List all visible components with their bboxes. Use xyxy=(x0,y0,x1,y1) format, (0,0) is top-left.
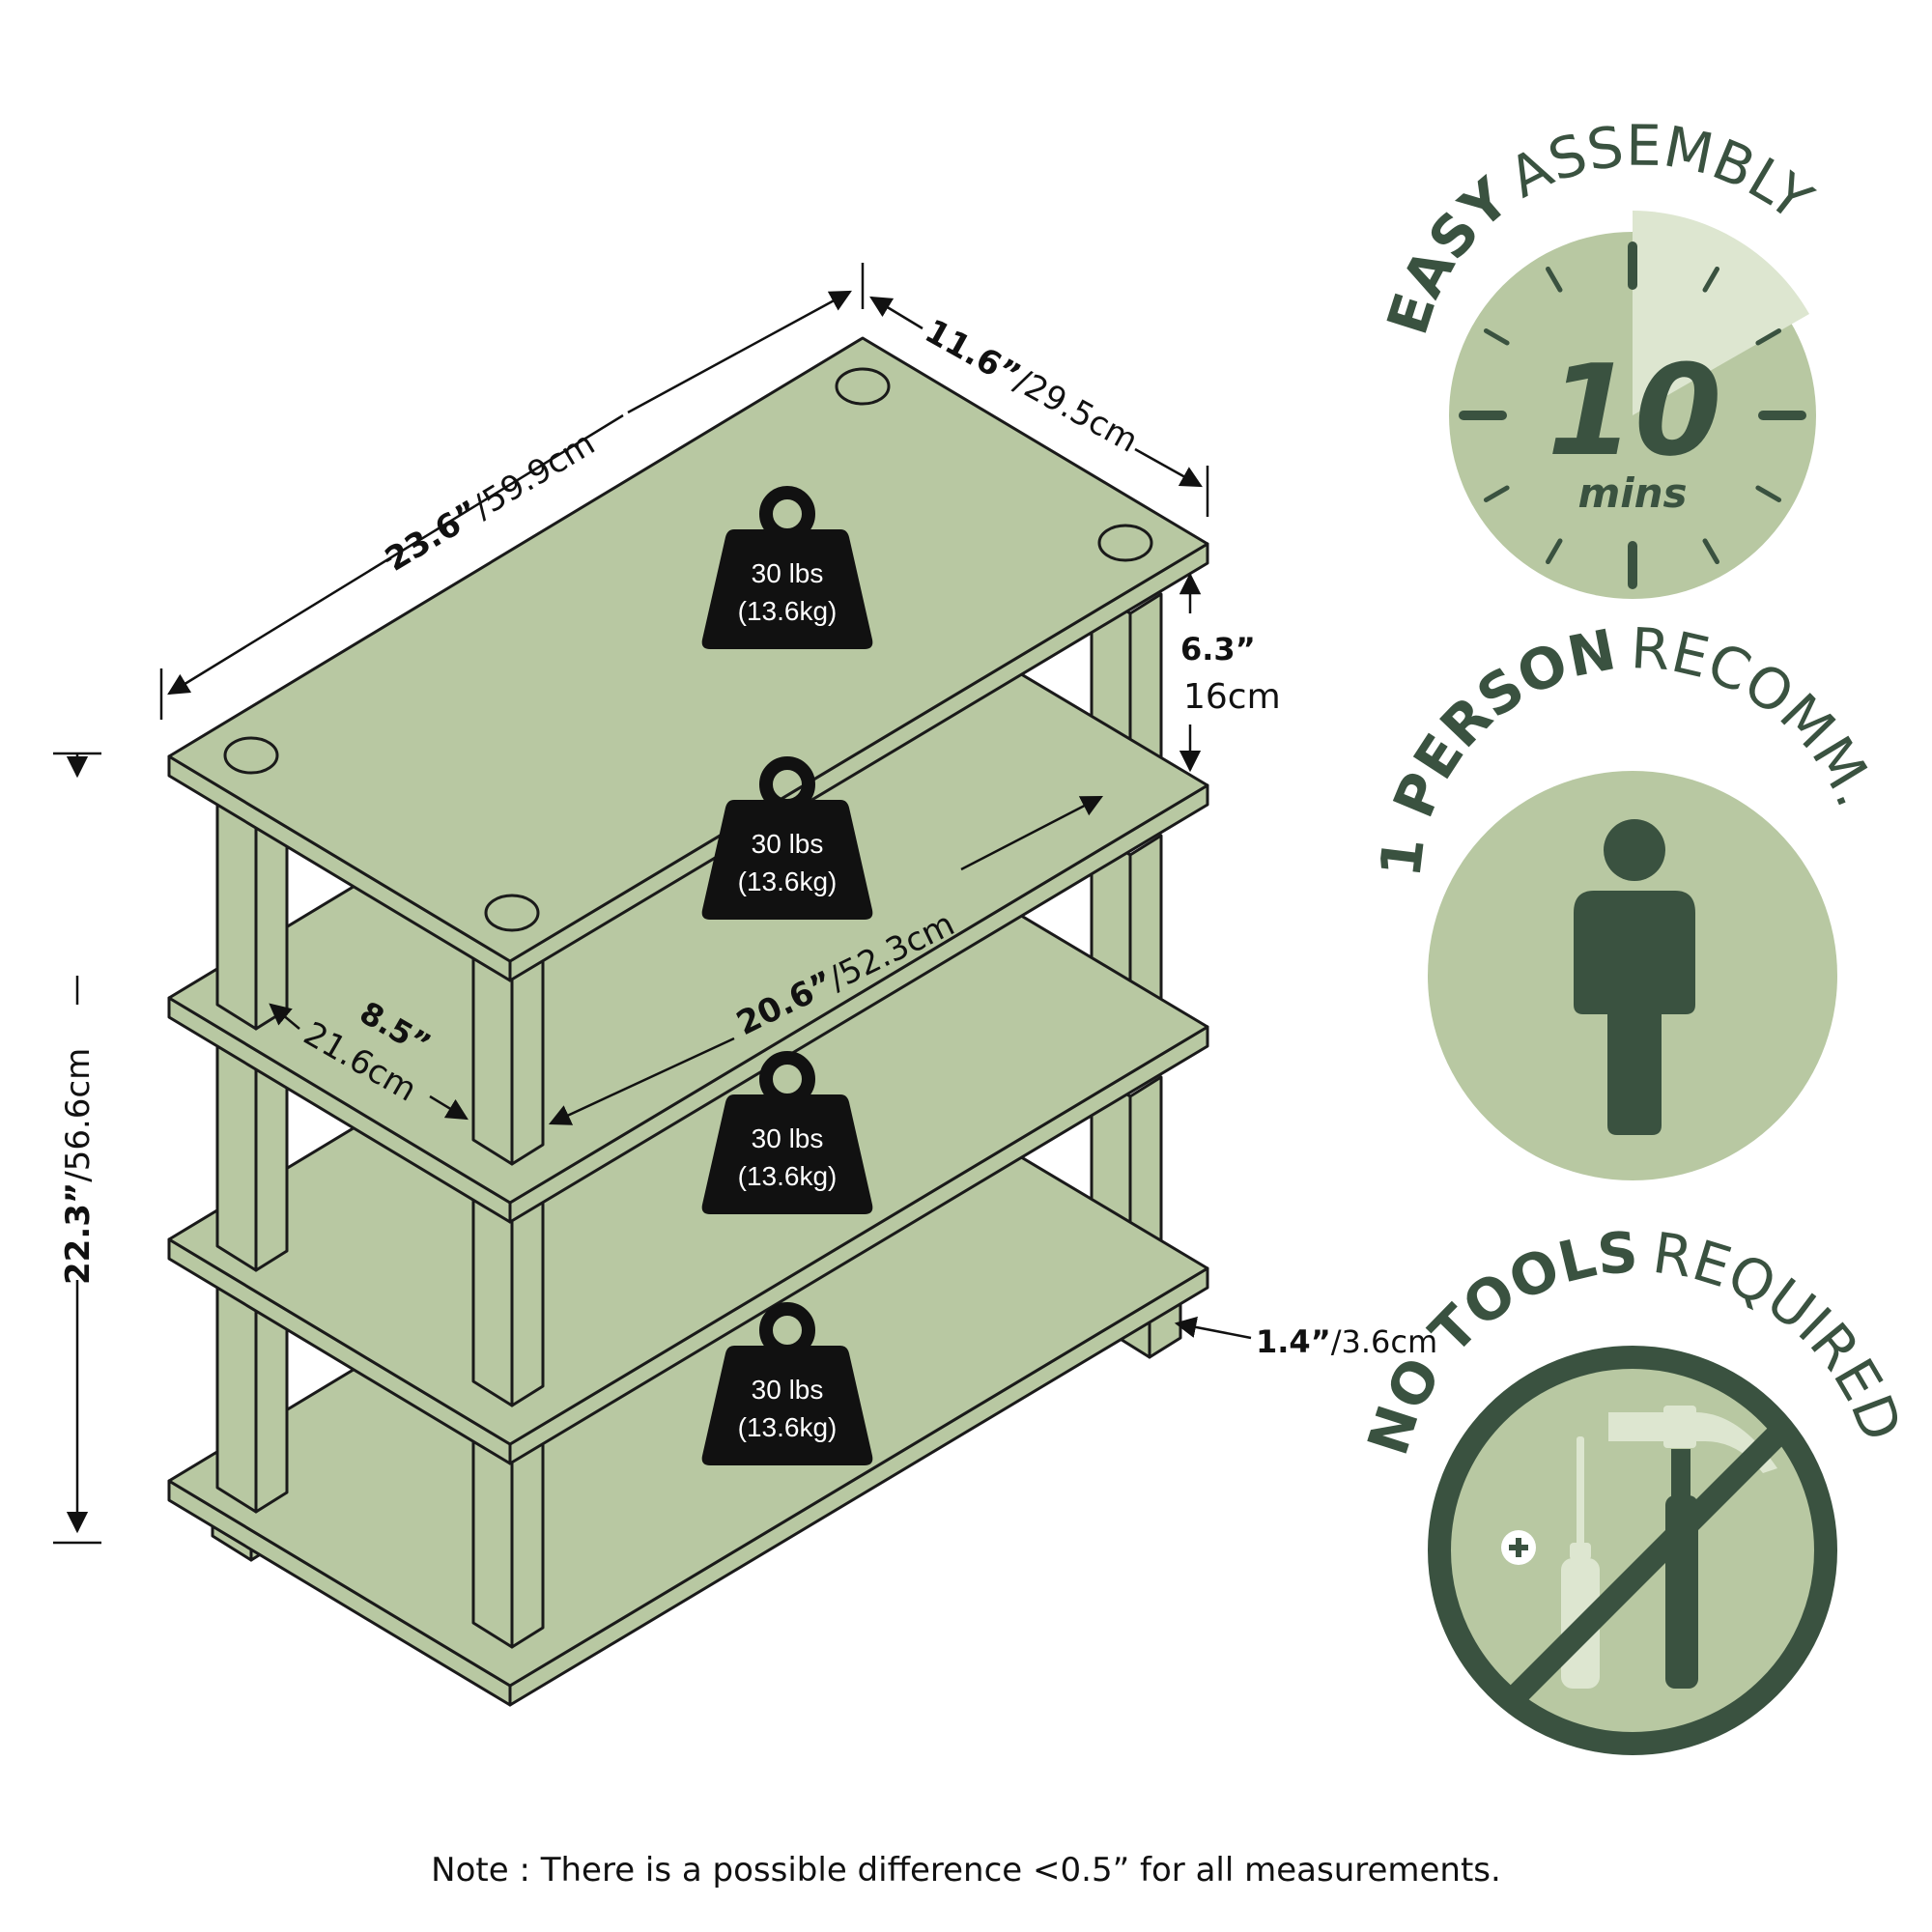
hole-left xyxy=(223,736,279,775)
easy-assembly-badge: EASYASSEMBLY 10 mins xyxy=(1375,113,1825,599)
left-post-1-front xyxy=(215,800,258,1031)
weight-kg-label: (13.6kg) xyxy=(738,1412,838,1442)
weight-lbs-label: 30 lbs xyxy=(752,558,824,588)
weight-icons: 30 lbs (13.6kg) 30 lbs (13.6kg) 30 lbs (13.6k… xyxy=(701,486,873,1465)
width-inches: 23.6” xyxy=(379,494,487,580)
left-post-3-front xyxy=(215,1283,258,1514)
feet-cm: /3.6cm xyxy=(1331,1323,1437,1360)
weight-lbs-label: 30 lbs xyxy=(752,829,824,859)
clock-tick xyxy=(1755,328,1782,346)
clock-tick xyxy=(1702,538,1719,565)
height-inches: 22.3” xyxy=(59,1182,98,1285)
weight-icon: 30 lbs (13.6kg) xyxy=(701,486,873,649)
feet-inches: 1.4” xyxy=(1256,1323,1331,1360)
hole-back xyxy=(835,367,891,406)
clock-tick xyxy=(1546,538,1563,565)
dimension-lines xyxy=(53,263,1252,1545)
clearance-inches: 6.3” xyxy=(1180,631,1256,668)
svg-text:22.3”/56.6cm: 22.3”/56.6cm xyxy=(59,1048,98,1285)
person-icon xyxy=(1574,819,1695,1135)
no-tools-icon xyxy=(1428,1346,1837,1755)
clearance-cm: 16cm xyxy=(1183,677,1281,717)
clock-tick xyxy=(1755,485,1782,502)
clock-tick xyxy=(1546,266,1563,293)
clock-tick xyxy=(1483,485,1510,502)
weight-lbs-label: 30 lbs xyxy=(752,1123,824,1153)
hole-right xyxy=(1097,524,1153,562)
shelf-unit xyxy=(167,336,1209,1707)
front-post-2-side xyxy=(510,1186,545,1407)
weight-icon: 30 lbs (13.6kg) xyxy=(701,1302,873,1465)
hole-front xyxy=(484,894,540,932)
weight-kg-label: (13.6kg) xyxy=(738,1161,838,1191)
weight-icon: 30 lbs (13.6kg) xyxy=(701,1051,873,1214)
assembly-unit: mins xyxy=(1577,469,1687,517)
weight-kg-label: (13.6kg) xyxy=(738,596,838,626)
assembly-minutes: 10 xyxy=(1548,337,1722,484)
front-post-1-side xyxy=(510,945,545,1166)
clock-icon: 10 mins xyxy=(1449,211,1816,599)
measurement-note: Note : There is a possible difference <0… xyxy=(431,1851,1501,1889)
shelf-top-top xyxy=(167,336,1209,963)
weight-icon: 30 lbs (13.6kg) xyxy=(701,756,873,920)
left-post-2-front xyxy=(215,1041,258,1272)
front-post-3-side xyxy=(510,1428,545,1649)
clock-tick xyxy=(1483,328,1510,346)
plus-icon xyxy=(1501,1530,1536,1565)
clock-tick xyxy=(1702,266,1719,293)
svg-text:1.4”/3.6cm: 1.4”/3.6cm xyxy=(1256,1323,1437,1360)
height-cm: /56.6cm xyxy=(59,1048,98,1182)
weight-lbs-label: 30 lbs xyxy=(752,1375,824,1405)
weight-kg-label: (13.6kg) xyxy=(738,867,838,896)
